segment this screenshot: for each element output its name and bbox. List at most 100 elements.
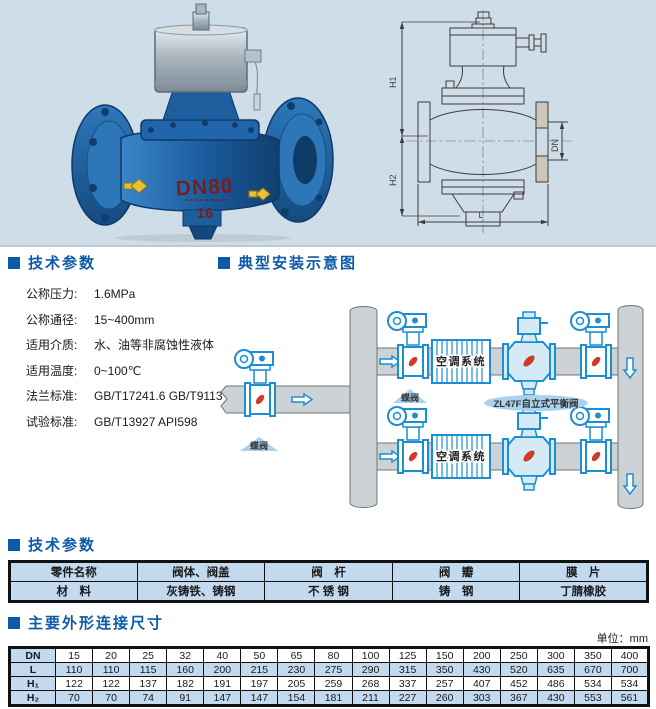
spec-label: 公称通径:: [26, 312, 78, 327]
label-callout-triangle: [393, 389, 427, 403]
dim-cell: 80: [314, 647, 353, 663]
dim-row-label: H₁: [9, 676, 56, 691]
material-cell: 铸 钢: [391, 581, 521, 602]
section-title: 典型安装示意图: [238, 255, 358, 272]
spec-row: 试验标准: GB/T13927 API598: [26, 414, 221, 429]
spec-label: 试验标准:: [26, 414, 78, 429]
dim-cell: 91: [166, 690, 205, 706]
dim-row-label: DN: [9, 647, 56, 663]
installation-diagram: 空调系统 空调系统 蝶阀 蝶阀 ZL47F自立式平衡阀: [220, 305, 644, 509]
brass-fitting-right: [248, 187, 271, 201]
material-cell: 零件名称: [9, 561, 138, 582]
spec-row: 公称通径: 15~400mm: [26, 312, 221, 327]
spec-value: GB/T13927 API598: [94, 414, 198, 429]
spec-label: 公称压力:: [26, 287, 78, 301]
dim-cell: 259: [314, 676, 353, 691]
dim-cell: 400: [610, 647, 650, 663]
dim-cell: 74: [129, 690, 168, 706]
dimension-arrows: [399, 22, 565, 225]
neck: [162, 89, 240, 121]
dim-cell: 367: [499, 690, 538, 706]
section-header-tech-params: 技术参数: [8, 252, 96, 273]
hvac-label: 空调系统: [436, 449, 486, 463]
material-cell: 阀体、阀盖: [136, 561, 266, 582]
dim-cell: 25: [129, 647, 168, 663]
dim-cell: 635: [536, 662, 575, 677]
material-cell: 膜 片: [519, 561, 648, 582]
dim-cell: 257: [425, 676, 464, 691]
balance-valve-label: ZL47F自立式平衡阀: [494, 398, 579, 410]
dim-cell: 182: [166, 676, 205, 691]
dim-cell: 670: [573, 662, 612, 677]
material-cell: 阀 瓣: [391, 561, 521, 582]
spec-value: 15~400mm: [94, 312, 155, 327]
dim-cell: 350: [425, 662, 464, 677]
dim-cell: 20: [92, 647, 131, 663]
dim-cell: 486: [536, 676, 575, 691]
dim-cell: 315: [388, 662, 427, 677]
dim-cell: 290: [351, 662, 390, 677]
spec-value: 0~100℃: [94, 363, 142, 378]
section-header-materials: 技术参数: [8, 534, 96, 555]
dim-cell: 534: [610, 676, 650, 691]
dim-cell: 303: [462, 690, 501, 706]
dim-cell: 50: [240, 647, 279, 663]
spec-list: 公称压力: 1.6MPa 公称通径: 15~400mm 适用介质:水、油等非腐蚀性液体适…: [26, 288, 223, 441]
dim-cell: 205: [277, 676, 316, 691]
balance-valve: [502, 311, 556, 396]
section-bullet-icon: [8, 256, 20, 269]
section-header-dimensions: 主要外形连接尺寸: [8, 612, 164, 633]
dim-cell: 407: [462, 676, 501, 691]
dim-cell: 250: [499, 647, 538, 663]
dim-cell: 137: [129, 676, 168, 691]
valve-photo: DN80 16: [71, 3, 334, 242]
pipes: [220, 305, 644, 509]
dim-cell: 561: [610, 690, 650, 706]
top-stem: [192, 3, 210, 31]
section-header-install: 典型安装示意图: [218, 252, 357, 273]
unit-label: 单位：mm: [596, 633, 648, 645]
dim-cell: 150: [425, 647, 464, 663]
material-cell: 材 料: [9, 581, 138, 602]
dim-cell: 122: [54, 676, 94, 691]
dim-cell: 70: [54, 690, 94, 706]
dim-cell: 147: [240, 690, 279, 706]
dim-cell: 300: [536, 647, 575, 663]
dim-cell: 260: [425, 690, 464, 706]
dim-cell: 15: [54, 647, 94, 663]
dim-cell: 147: [203, 690, 242, 706]
dim-cell: 154: [277, 690, 316, 706]
spec-row: 适用介质:水、油等非腐蚀性液体: [26, 339, 221, 352]
material-cell: 丁腈橡胶: [519, 581, 648, 602]
dim-cell: 191: [203, 676, 242, 691]
dim-cell: 125: [388, 647, 427, 663]
butterfly-valve-label: 蝶阀: [250, 440, 268, 451]
dim-cell: 700: [610, 662, 650, 677]
spec-row: 公称压力: 1.6MPa: [26, 288, 221, 301]
material-table-body: 零件名称阀体、阀盖阀 杆阀 瓣膜 片材 料灰铸铁、铸钢不 锈 钢铸 钢丁腈橡胶: [9, 561, 648, 602]
spec-label: 法兰标准:: [26, 389, 78, 403]
spec-label: 适用温度:: [26, 363, 78, 378]
dim-cell: 230: [277, 662, 316, 677]
spec-value: 水、油等非腐蚀性液体: [94, 338, 215, 352]
dim-row-label: H₂: [9, 690, 56, 706]
bottom-cap: [182, 209, 222, 240]
dim-cell: 215: [240, 662, 279, 677]
spec-value: 1.6MPa: [94, 287, 136, 301]
section-title: 技术参数: [28, 537, 97, 554]
dim-cell: 100: [351, 647, 390, 663]
dim-cell: 430: [462, 662, 501, 677]
dim-cell: 181: [314, 690, 353, 706]
dim-cell: 160: [166, 662, 205, 677]
dim-cell: 553: [573, 690, 612, 706]
product-images-panel: DN80 16: [0, 0, 656, 247]
dim-cell: 122: [92, 676, 131, 691]
section-title: 技术参数: [28, 255, 97, 272]
dim-cell: 452: [499, 676, 538, 691]
dimension-drawing: H1 H2 DN L: [388, 10, 572, 233]
material-cell: 灰铸铁、铸钢: [136, 581, 266, 602]
dim-cell: 40: [203, 647, 242, 663]
